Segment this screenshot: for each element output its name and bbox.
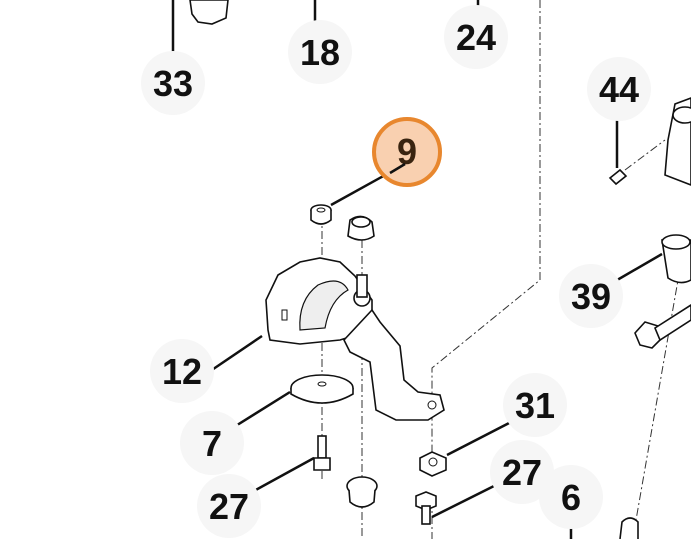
svg-text:27: 27 — [209, 486, 249, 527]
callout-18[interactable]: 18 — [288, 20, 352, 84]
part-gear-top — [189, 0, 229, 25]
svg-text:24: 24 — [456, 17, 496, 58]
svg-text:7: 7 — [202, 423, 222, 464]
part-washer-7 — [290, 374, 354, 404]
callout-27-left[interactable]: 27 — [197, 474, 261, 538]
part-hex-bolt — [634, 304, 691, 349]
callout-7[interactable]: 7 — [180, 411, 244, 475]
callout-24[interactable]: 24 — [444, 5, 508, 69]
part-nut-31 — [419, 451, 447, 477]
callout-27-right[interactable]: 27 — [490, 440, 554, 504]
callout-44[interactable]: 44 — [587, 57, 651, 121]
callout-9-highlighted[interactable]: 9 — [372, 117, 442, 187]
callout-31[interactable]: 31 — [503, 373, 567, 437]
svg-text:27: 27 — [502, 452, 542, 493]
part-bushing-top — [347, 215, 375, 241]
part-spacer-9 — [310, 204, 332, 225]
part-housing — [664, 97, 691, 186]
svg-text:44: 44 — [599, 69, 639, 110]
svg-text:6: 6 — [561, 477, 581, 518]
part-pin-bottom — [619, 517, 639, 539]
callout-12[interactable]: 12 — [150, 339, 214, 403]
svg-text:39: 39 — [571, 276, 611, 317]
svg-text:31: 31 — [515, 385, 555, 426]
svg-text:33: 33 — [153, 63, 193, 104]
part-sector-gear-12 — [265, 257, 373, 345]
part-lever-arm — [343, 308, 445, 421]
svg-text:18: 18 — [300, 32, 340, 73]
svg-text:9: 9 — [397, 131, 417, 172]
svg-text:12: 12 — [162, 351, 202, 392]
part-screw-44 — [608, 168, 628, 186]
callout-39[interactable]: 39 — [559, 264, 623, 328]
callout-6[interactable]: 6 — [539, 465, 603, 529]
part-bolt-27-right — [415, 491, 437, 525]
callout-33[interactable]: 33 — [141, 51, 205, 115]
part-bolt-27-left — [313, 435, 331, 471]
part-bushing-bottom — [346, 476, 378, 508]
part-sleeve-39 — [661, 234, 691, 284]
